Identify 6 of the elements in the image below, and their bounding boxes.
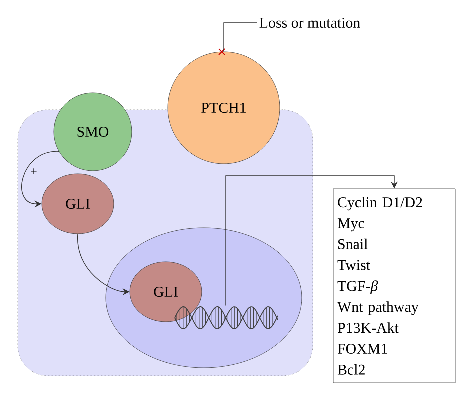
- leader-line: [224, 22, 258, 52]
- annotation-text: Loss or mutation: [260, 18, 360, 28]
- edge-label: +: [31, 168, 37, 174]
- dna-drawing: [174, 306, 278, 330]
- arrow: [226, 176, 398, 306]
- target-gene-box: Cyclin D1/D2 Myc Snail Twist TGF-β Wnt pathway P13K-Akt FOXM1 Bcl2: [333, 188, 456, 384]
